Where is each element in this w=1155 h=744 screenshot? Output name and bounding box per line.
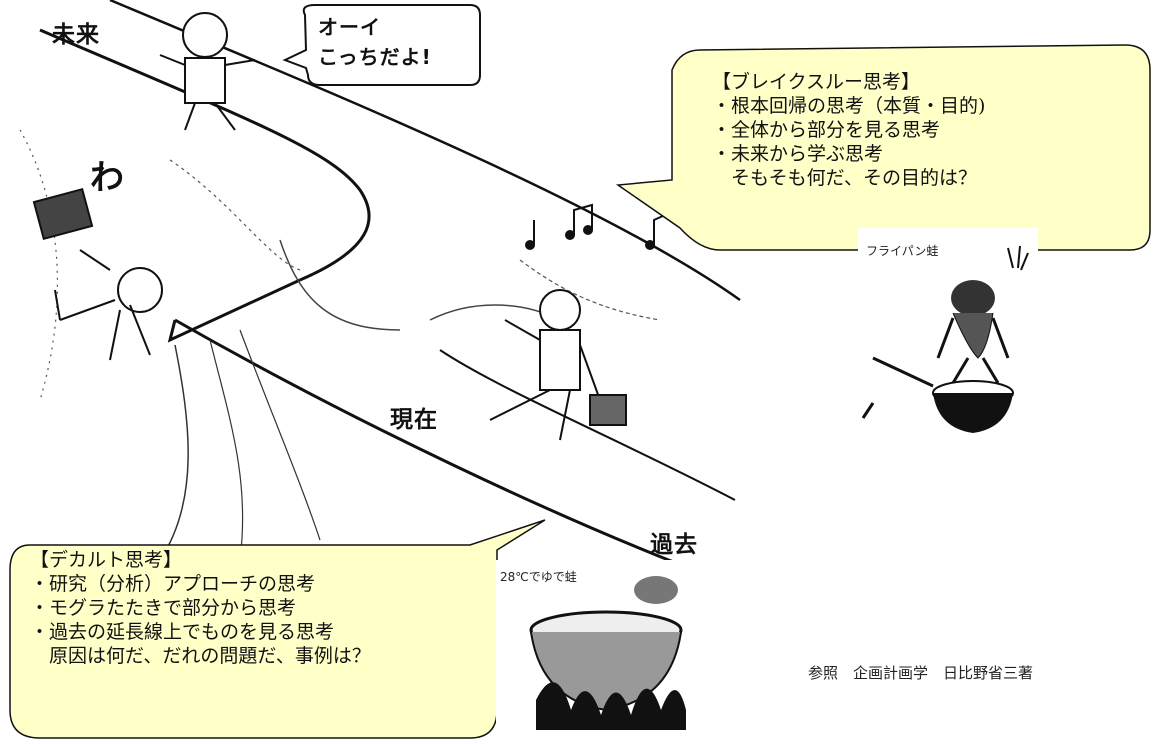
road-middle-line xyxy=(439,349,736,501)
label-present: 現在 xyxy=(390,407,438,433)
cliff-edge xyxy=(167,278,301,343)
falling-man xyxy=(54,249,163,361)
breakthrough-line-3: ・未来から学ぶ思考 xyxy=(712,143,884,165)
decartes-title: 【デカルト思考】 xyxy=(30,549,183,571)
label-past: 過去 xyxy=(650,532,698,558)
frog-fry-panel: フライパン蛙 xyxy=(858,228,1038,438)
music-notes xyxy=(525,203,666,250)
breakthrough-title: 【ブレイクスルー思考】 xyxy=(712,71,921,93)
shout-text: オーイ こっちだよ! xyxy=(318,15,432,69)
road-lower-edge xyxy=(174,318,721,582)
decartes-line-2: ・モグラたたきで部分から思考 xyxy=(30,597,297,619)
breakthrough-line-1: ・根本回帰の思考（本質・目的) xyxy=(712,95,986,117)
road-upper-edge xyxy=(39,28,371,282)
future-man xyxy=(159,12,256,131)
label-future: 未来 xyxy=(52,22,100,48)
present-man xyxy=(489,289,627,441)
breakthrough-line-2: ・全体から部分を見る思考 xyxy=(712,119,941,141)
decartes-line-1: ・研究（分析）アプローチの思考 xyxy=(30,573,316,595)
frog-boil-panel: 28℃でゆで蛙 xyxy=(496,560,721,735)
label-wa: わ xyxy=(90,158,125,198)
frog-boil-illustration xyxy=(529,576,686,730)
falling-briefcase xyxy=(32,187,94,241)
frog-fry-illustration xyxy=(861,245,1029,433)
breakthrough-line-4: そもそも何だ、その目的は？ xyxy=(712,167,978,189)
decartes-bubble: 【デカルト思考】 ・研究（分析）アプローチの思考 ・モグラたたきで部分から思考 … xyxy=(30,548,500,668)
frog-fry-caption: フライパン蛙 xyxy=(866,244,939,258)
decartes-line-4: 原因は何だ、だれの問題だ、事例は？ xyxy=(30,645,371,667)
credit-line: 参照 企画計画学 日比野省三著 xyxy=(808,664,1034,682)
decartes-line-3: ・過去の延長線上でものを見る思考 xyxy=(30,621,335,643)
breakthrough-bubble: 【ブレイクスルー思考】 ・根本回帰の思考（本質・目的) ・全体から部分を見る思考… xyxy=(712,70,1132,190)
shout-bubble xyxy=(282,4,481,86)
frog-boil-caption: 28℃でゆで蛙 xyxy=(500,570,577,584)
